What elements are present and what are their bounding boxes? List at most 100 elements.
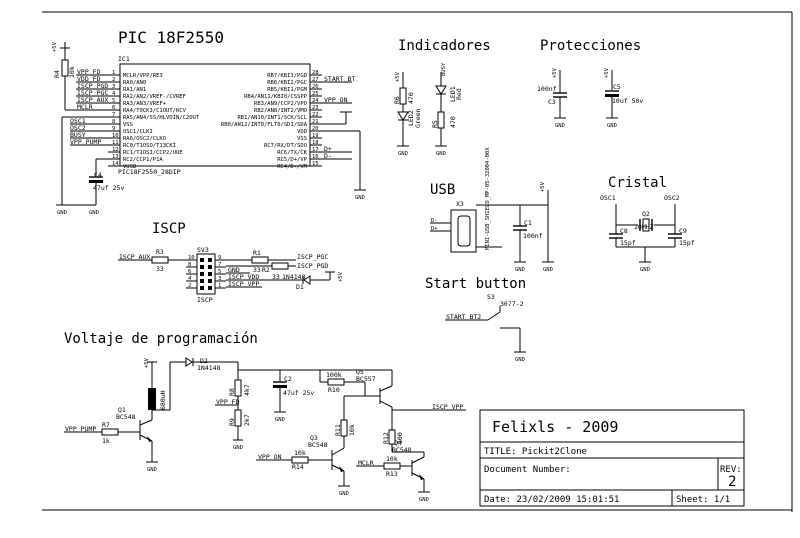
c3-value: 100nf — [537, 85, 557, 93]
vcc-r4-label: +5V — [52, 41, 58, 52]
gnd-q3-label: GND — [339, 491, 349, 497]
r8-ref: R8 — [228, 388, 236, 396]
mclr-label: MCLR — [358, 459, 374, 467]
sv3-pin-number: 9 — [218, 255, 221, 261]
r6-ref: R6 — [393, 96, 401, 104]
sv3-pin-pad — [208, 286, 212, 290]
net-dplus-label: D+ — [324, 145, 332, 153]
c2-value: 47uf 25v — [283, 389, 314, 397]
r9-value: 2k7 — [243, 414, 251, 426]
ic1-pin-label: RA2/AN2/VREF-/CVREF — [123, 94, 186, 100]
q2-ref: Q2 — [642, 210, 650, 218]
net-iscp-pgc-label: ISCP_PGC — [77, 89, 108, 97]
q1-ref: Q1 — [118, 406, 126, 414]
sv3-pin-pad — [208, 265, 212, 269]
ic1-pin-label: RC7/RX/DT/SDO — [264, 143, 307, 149]
gnd-ic-left-label: GND — [57, 210, 67, 216]
icsp-gnd-label: GND — [228, 266, 240, 274]
c8-value: 15pf — [620, 239, 636, 247]
gnd-c4-label: GND — [89, 210, 99, 216]
ic1-pin-label: RA5/AN4/SS/HLVDIN/C2OUT — [123, 115, 200, 121]
title-block-sheet: Sheet: 1/1 — [676, 495, 730, 505]
osc2-net-label: OSC2 — [664, 194, 680, 202]
ic1-pin-number: 28 — [312, 70, 319, 76]
c3-ref: C3 — [548, 98, 556, 106]
title-voltaje: Voltaje de programación — [64, 331, 258, 347]
ic1-pin-label: MCLR/VPP/RE3 — [123, 73, 163, 79]
ic1-pin-number: 23 — [312, 105, 319, 111]
sv3-pin-number: 7 — [218, 262, 221, 268]
ic1-pin-label: RB0/AN12/INT0/FLT0/SDI/SDA — [221, 122, 308, 128]
vcc-c3-label: +5V — [552, 67, 558, 78]
icsp-vdd-label: ISCP_VDD — [228, 273, 259, 281]
vcc-usb-label: +5V — [540, 181, 546, 192]
ic1-pin-number: 18 — [312, 140, 319, 146]
c1-value: 100nf — [523, 232, 543, 240]
net-vdd-fd-label: VDD_FD — [77, 75, 101, 83]
ic1-pin-label: RB7/KBI3/PGD — [267, 73, 307, 79]
d1-ref: D1 — [296, 283, 304, 291]
r14-value: 10k — [294, 449, 306, 457]
c3-capacitor: +5V 100nf C3 GND — [537, 67, 567, 129]
ic1-pin-label: RA4/T0CKI/C1OUT/RCV — [123, 108, 187, 114]
net-vpp-on-label: VPP_ON — [324, 96, 348, 104]
ic1-pin-label: RA1/AN1 — [123, 87, 146, 93]
led-green-branch: +5V R6 470 LED2 Green GND — [393, 71, 422, 157]
ic1-pin-number: 25 — [312, 91, 319, 97]
title-cristal: Cristal — [608, 175, 667, 191]
ic1-pin-number: 26 — [312, 84, 319, 90]
ic1-ref: IC1 — [118, 55, 130, 63]
c4-value: 47uf 25v — [93, 184, 124, 192]
gnd-r9-label: GND — [233, 445, 243, 451]
sv3-pin-number: 10 — [188, 255, 195, 261]
r4-ref: R4 — [53, 70, 61, 78]
q5-value: BC557 — [356, 375, 376, 383]
ic1-pin-number: 20 — [312, 126, 319, 132]
r6-value: 470 — [407, 92, 415, 104]
ic1-left-nets: VPP_FD VDD_FD ISCP_PGD ISCP_PGC ISCP_AUX… — [61, 68, 108, 205]
ic1-pin-number: 7 — [112, 112, 115, 118]
r2-ref: R2 — [262, 266, 270, 274]
r8-value: 4k7 — [243, 384, 251, 396]
gnd-c1-label: GND — [515, 267, 525, 273]
c8-ref: C8 — [620, 227, 628, 235]
gnd-s3-label: GND — [515, 357, 525, 363]
vpp-pump-label: VPP_PUMP — [65, 425, 96, 433]
r4-resistor: R4 10k — [53, 48, 76, 111]
r5-value: 470 — [449, 116, 457, 128]
ic1-pin-number: 9 — [112, 126, 115, 132]
ic1-pin-label: RB3/AN9/CCP2/VPO — [254, 101, 307, 107]
sv3-pin-pad — [208, 279, 212, 283]
c9-value: 15pf — [679, 239, 695, 247]
ic1-pin-label: RB2/AN8/INT2/VMO — [254, 108, 307, 114]
sv3-pin-number: 3 — [218, 276, 221, 282]
c4-capacitor: C4 47uf 25v — [89, 171, 124, 205]
ic1-pin-label: RC1/T1OSI/CCP2/UOE — [123, 150, 183, 156]
ic1-pin-label: RA6/OSC2/CLKO — [123, 136, 166, 142]
ic1-pin-number: 5 — [112, 98, 115, 104]
ic1-pin-number: 19 — [312, 133, 319, 139]
ic1-pin-number: 1 — [112, 70, 115, 76]
ic1-pin-number: 16 — [312, 154, 319, 160]
c1-ref: C1 — [524, 219, 532, 227]
vpp-pump-circuit: +5V 680uH D2 1N4148 Q1 BC548 GND VPP_PUM… — [64, 357, 466, 503]
led-red-branch: BUSY LED1 Red R5 470 GND — [431, 62, 463, 157]
d2-ref: D2 — [200, 357, 208, 365]
sv3-value: ISCP — [197, 296, 213, 304]
vcc-c5-label: +5V — [604, 67, 610, 78]
sv3-pin-pad — [208, 258, 212, 262]
vpp-fd-label: VPP_FD — [216, 398, 240, 406]
gnd-usb-label: GND — [543, 267, 553, 273]
sv3-pin-number: 2 — [188, 283, 191, 289]
gnd-led2-label: GND — [398, 151, 408, 157]
r12-value: 100 — [396, 432, 404, 444]
c9-ref: C9 — [679, 227, 687, 235]
sv3-pin-pad — [208, 272, 212, 276]
usb-connector: X3 MINI-USB_SHIELD_MP-05-32004-00X D- D+… — [430, 147, 554, 273]
q3-ref: Q3 — [310, 434, 318, 442]
